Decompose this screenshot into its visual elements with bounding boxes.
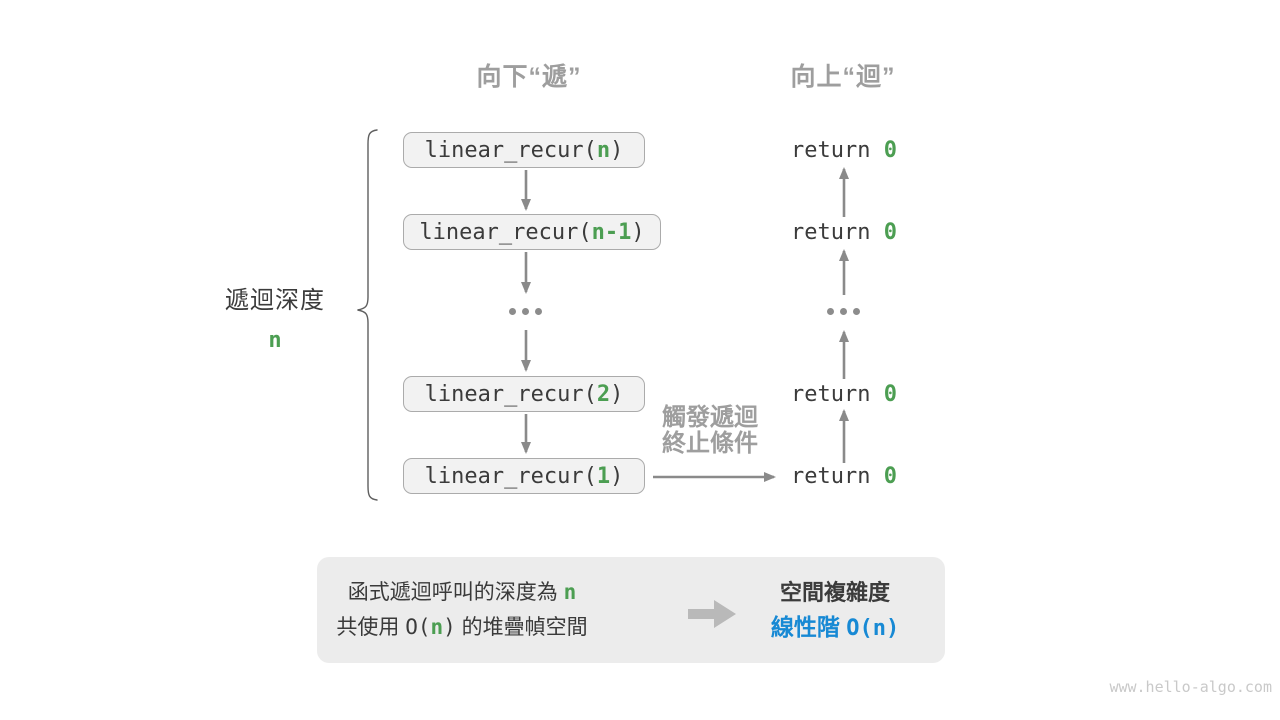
call-arg: n <box>596 137 611 163</box>
call-box-n-1: linear_recur(n-1) <box>403 214 661 250</box>
call-arg: 1 <box>596 463 611 489</box>
summary-line1: 函式遞迴呼叫的深度為 n <box>348 575 577 610</box>
summary-code: O( <box>405 615 431 639</box>
return-text: return <box>791 382 884 407</box>
call-text: linear_recur( <box>424 381 597 407</box>
call-text: ) <box>631 219 645 245</box>
heading-downward-recurse: 向下“遞” <box>476 63 582 91</box>
complexity-summary-panel: 函式遞迴呼叫的深度為 n 共使用 O(n) 的堆疊幀空間 空間複雜度 線性階 O… <box>317 557 945 663</box>
return-text: return <box>791 138 884 163</box>
watermark: www.hello-algo.com <box>1109 678 1272 696</box>
depth-brace-icon <box>357 129 378 501</box>
ellipsis-icon <box>827 308 860 315</box>
summary-text: 函式遞迴呼叫的深度為 <box>347 581 564 604</box>
depth-label-text: 遞迴深度 <box>225 287 325 314</box>
terminate-condition-label: 觸發遞迴 終止條件 <box>638 405 782 457</box>
call-box-1: linear_recur(1) <box>403 458 645 494</box>
call-text: linear_recur( <box>419 219 592 245</box>
call-box-n: linear_recur(n) <box>403 132 645 168</box>
call-text: linear_recur( <box>424 137 597 163</box>
summary-text: 的堆疊幀空間 <box>455 616 588 639</box>
space-complexity-value: 線性階 O(n) <box>771 610 899 646</box>
call-arg: 2 <box>596 381 611 407</box>
summary-var: n <box>563 580 577 604</box>
call-arg: n-1 <box>591 219 632 245</box>
depth-label-value: n <box>268 328 282 353</box>
return-value: 0 <box>883 464 897 489</box>
heading-upward-return: 向上“迴” <box>790 63 896 91</box>
call-text: linear_recur( <box>424 463 597 489</box>
terminate-line2: 終止條件 <box>662 430 758 457</box>
return-statement: return 0 <box>769 220 919 245</box>
ellipsis-icon <box>509 308 542 315</box>
summary-code: ) <box>443 615 456 639</box>
summary-result: 空間複雜度 線性階 O(n) <box>750 557 920 663</box>
terminate-line1: 觸發遞迴 <box>662 404 758 431</box>
return-text: return <box>791 464 884 489</box>
summary-var: n <box>430 615 444 639</box>
call-box-2: linear_recur(2) <box>403 376 645 412</box>
call-text: ) <box>610 381 624 407</box>
complexity-order-label: 線性階 <box>770 613 847 640</box>
return-statement: return 0 <box>769 382 919 407</box>
return-statement: return 0 <box>769 138 919 163</box>
return-statement: return 0 <box>769 464 919 489</box>
return-value: 0 <box>883 220 897 245</box>
complexity-notation: O(n) <box>846 615 900 641</box>
return-value: 0 <box>883 138 897 163</box>
return-text: return <box>791 220 884 245</box>
block-arrow-right-icon <box>688 600 736 628</box>
return-value: 0 <box>883 382 897 407</box>
space-complexity-title: 空間複雜度 <box>779 579 890 605</box>
call-text: ) <box>610 463 624 489</box>
summary-explanation: 函式遞迴呼叫的深度為 n 共使用 O(n) 的堆疊幀空間 <box>327 557 597 663</box>
summary-line2: 共使用 O(n) 的堆疊幀空間 <box>336 610 587 645</box>
recursion-depth-label: 遞迴深度 n <box>175 280 375 353</box>
summary-text: 共使用 <box>336 616 406 639</box>
call-text: ) <box>610 137 624 163</box>
